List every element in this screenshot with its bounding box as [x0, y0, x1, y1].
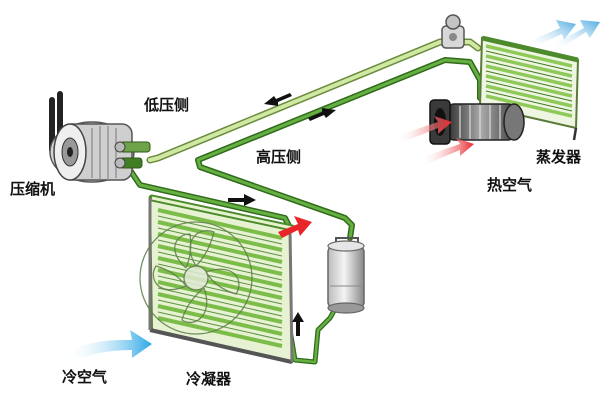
condenser-fan-icon — [139, 221, 253, 335]
flow-arrow-high-side — [308, 108, 336, 121]
cold-air-arrows — [64, 20, 600, 362]
flow-arrow-low-side — [264, 93, 292, 106]
hot-air-arrow-2 — [420, 138, 474, 166]
condenser — [139, 194, 296, 364]
hot-air-arrow-1 — [396, 116, 452, 144]
cold-air-arrow-2 — [554, 20, 600, 50]
label-condenser: 冷凝器 — [186, 370, 232, 388]
pipes — [127, 38, 483, 365]
flow-arrow-liquid-line — [292, 312, 304, 336]
label-high-pressure-side: 高压侧 — [256, 148, 302, 166]
label-compressor: 压缩机 — [10, 180, 56, 198]
label-low-pressure-side: 低压侧 — [144, 96, 190, 114]
hot-air-arrows — [278, 116, 474, 238]
compressor — [49, 91, 151, 183]
flow-arrow-discharge — [228, 194, 256, 206]
label-evaporator: 蒸发器 — [536, 148, 582, 166]
label-cold-air: 冷空气 — [62, 368, 108, 386]
hot-air-arrow-condenser — [278, 216, 312, 238]
flow-direction-arrows — [228, 93, 336, 336]
expansion-valve — [441, 14, 465, 49]
cold-air-arrow-input — [64, 330, 152, 362]
receiver-drier — [327, 237, 365, 314]
label-hot-air: 热空气 — [487, 176, 533, 194]
cold-air-arrow-1 — [528, 20, 576, 48]
